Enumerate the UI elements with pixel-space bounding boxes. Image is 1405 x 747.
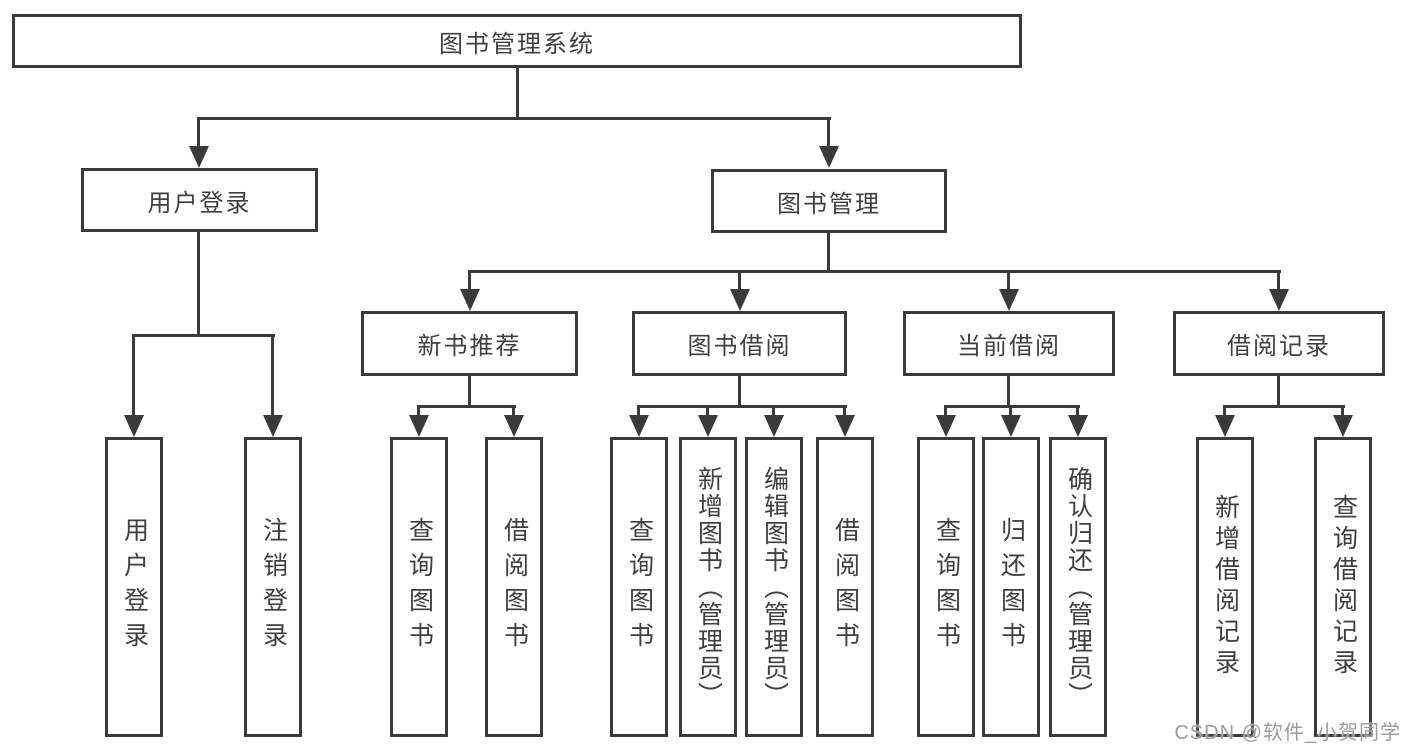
arrow-down bbox=[629, 405, 649, 437]
arrow-down bbox=[1068, 405, 1088, 437]
connector-bookmgmt-stem bbox=[827, 233, 830, 273]
arrow-down bbox=[124, 334, 144, 437]
arrow-down bbox=[698, 405, 718, 437]
connector-level3-rail bbox=[468, 270, 1281, 273]
node-root: 图书管理系统 bbox=[12, 14, 1022, 68]
arrow-down bbox=[1333, 405, 1353, 437]
node-user-login: 用户登录 bbox=[81, 168, 318, 232]
leaf-edit-books-admin: 编辑图书（管理员） bbox=[745, 437, 803, 737]
connector-group-stem bbox=[738, 376, 741, 408]
connector-group-rail bbox=[1223, 405, 1345, 408]
arrow-down bbox=[409, 405, 429, 437]
connector-root-rail bbox=[197, 117, 831, 120]
watermark: CSDN @软件_小贺同学 bbox=[1174, 722, 1401, 744]
arrow-down bbox=[460, 270, 480, 311]
leaf-query-borrow-record: 查询借阅记录 bbox=[1314, 437, 1372, 737]
arrow-down bbox=[999, 270, 1019, 311]
leaf-borrow-books: 借阅图书 bbox=[816, 437, 874, 737]
arrow-down bbox=[764, 405, 784, 437]
arrow-down bbox=[1001, 405, 1021, 437]
connector-group-stem bbox=[1277, 376, 1280, 408]
node-current-borrow: 当前借阅 bbox=[903, 311, 1115, 376]
leaf-user-login: 用户登录 bbox=[105, 437, 163, 737]
leaf-return-books: 归还图书 bbox=[982, 437, 1040, 737]
node-book-management: 图书管理 bbox=[711, 169, 947, 233]
arrow-down bbox=[504, 405, 524, 437]
arrow-down bbox=[1269, 270, 1289, 311]
connector-group-rail bbox=[637, 405, 847, 408]
leaf-confirm-return-admin: 确认归还（管理员） bbox=[1049, 437, 1107, 737]
leaf-query-books: 查询图书 bbox=[917, 437, 975, 737]
connector-group-stem bbox=[468, 376, 471, 408]
node-book-borrow: 图书借阅 bbox=[632, 311, 847, 376]
connector-group-rail bbox=[944, 405, 1080, 408]
arrow-down bbox=[835, 405, 855, 437]
node-new-book-recommend: 新书推荐 bbox=[361, 311, 578, 376]
leaf-add-borrow-record: 新增借阅记录 bbox=[1196, 437, 1254, 737]
arrow-down bbox=[1215, 405, 1235, 437]
arrow-down bbox=[936, 405, 956, 437]
connector-group-rail bbox=[417, 405, 516, 408]
connector-group-stem bbox=[1007, 376, 1010, 408]
leaf-add-books-admin: 新增图书（管理员） bbox=[679, 437, 737, 737]
arrow-down bbox=[263, 334, 283, 437]
connector-userlogin-rail bbox=[132, 334, 275, 337]
leaf-query-books: 查询图书 bbox=[610, 437, 668, 737]
arrow-down bbox=[189, 117, 209, 168]
arrow-down bbox=[730, 270, 750, 311]
leaf-logout: 注销登录 bbox=[244, 437, 302, 737]
arrow-down bbox=[819, 117, 839, 168]
node-borrow-records: 借阅记录 bbox=[1173, 311, 1385, 376]
connector-root-stem bbox=[516, 68, 519, 120]
leaf-query-books: 查询图书 bbox=[390, 437, 448, 737]
leaf-borrow-books: 借阅图书 bbox=[485, 437, 543, 737]
connector-userlogin-stem bbox=[197, 232, 200, 337]
